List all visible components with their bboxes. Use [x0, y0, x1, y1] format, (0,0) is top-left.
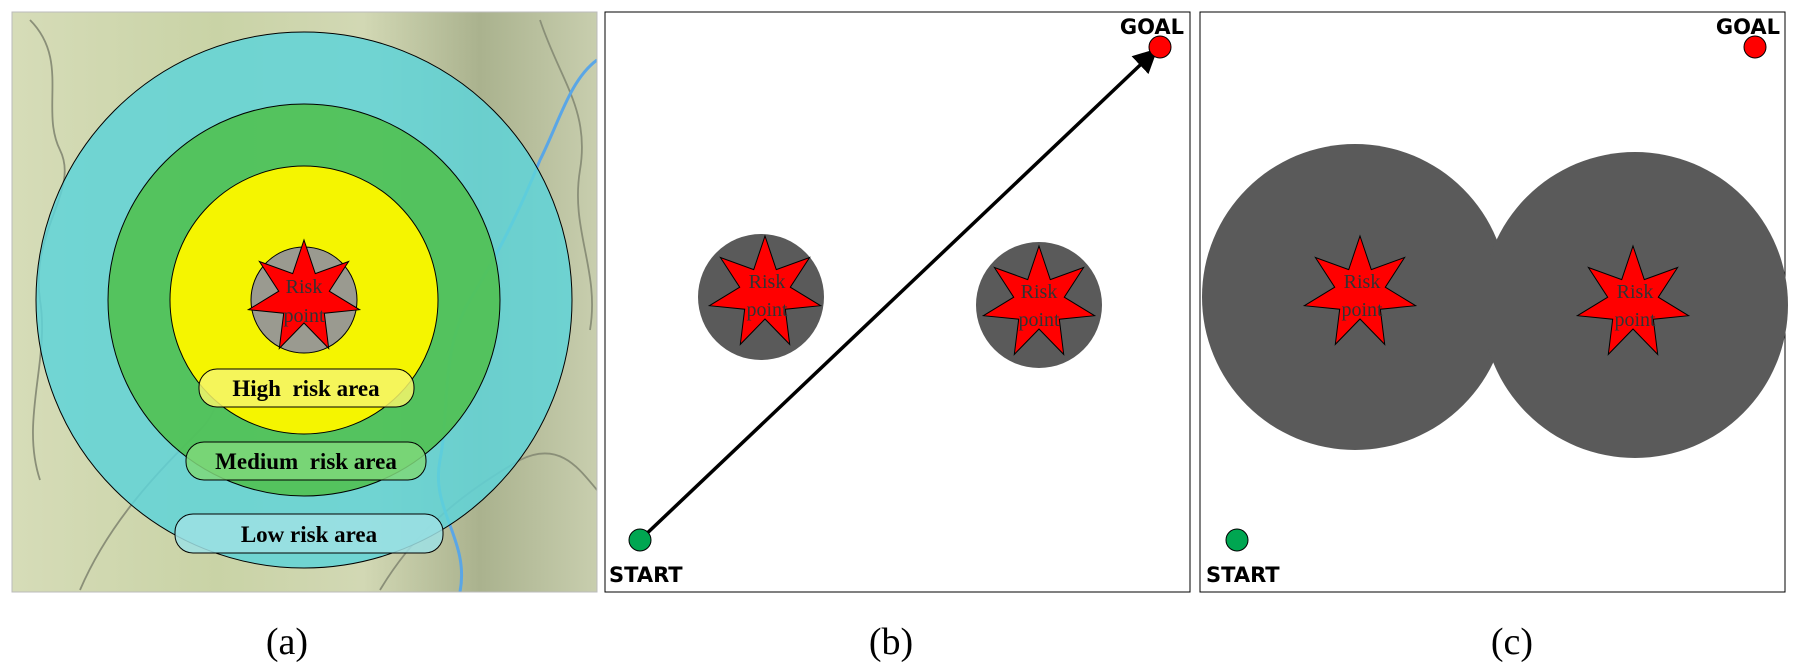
risk-point-label-line1: Risk	[1021, 281, 1058, 303]
panel-c-expanded-obstacles: Risk point Risk point GOAL START	[1199, 11, 1788, 593]
panel-a-caption: (a)	[266, 621, 308, 663]
start-label: START	[609, 563, 683, 587]
goal-label: GOAL	[1716, 15, 1780, 39]
medium-risk-label-box	[185, 441, 427, 481]
high-risk-label: High risk area	[232, 376, 380, 401]
risk-point-label-line2: point	[746, 299, 788, 321]
goal-marker	[1148, 35, 1172, 59]
risk-point-star	[1575, 244, 1691, 356]
goal-marker	[1743, 35, 1767, 59]
high-risk-label-box	[198, 368, 415, 408]
risk-point-label-line2: point	[1341, 299, 1383, 321]
risk-point-label-line1: Risk	[749, 271, 786, 293]
risk-point-label-line1: Risk	[1617, 281, 1654, 303]
panel-b-straight-path: Risk point Risk point GOAL START	[604, 11, 1191, 593]
start-label: START	[1206, 563, 1280, 587]
risk-point-star	[246, 238, 362, 350]
panel-a-frame	[11, 11, 598, 593]
contour-line	[539, 19, 593, 331]
risk-point-star	[707, 234, 823, 346]
low-risk-label: Low risk area	[241, 522, 378, 547]
panel-a-risk-zones: Risk point High risk area Medium risk ar…	[11, 11, 598, 593]
panel-c-caption: (c)	[1491, 621, 1533, 663]
risk-point-label-line2: point	[283, 305, 325, 327]
risk-point-star	[1302, 234, 1418, 346]
risk-point-label-line2: point	[1614, 309, 1656, 331]
risk-point-label-line1: Risk	[1344, 271, 1381, 293]
risk-point-label-line1: Risk	[286, 276, 323, 298]
risk-point-label-line2: point	[1018, 309, 1060, 331]
panel-b-caption: (b)	[869, 621, 913, 663]
start-marker	[628, 528, 652, 552]
risk-point-star	[981, 244, 1097, 356]
goal-label: GOAL	[1120, 15, 1184, 39]
medium-risk-label: Medium risk area	[215, 449, 397, 474]
start-marker	[1225, 528, 1249, 552]
path-arrow	[639, 48, 1158, 541]
low-risk-label-box	[174, 513, 444, 554]
